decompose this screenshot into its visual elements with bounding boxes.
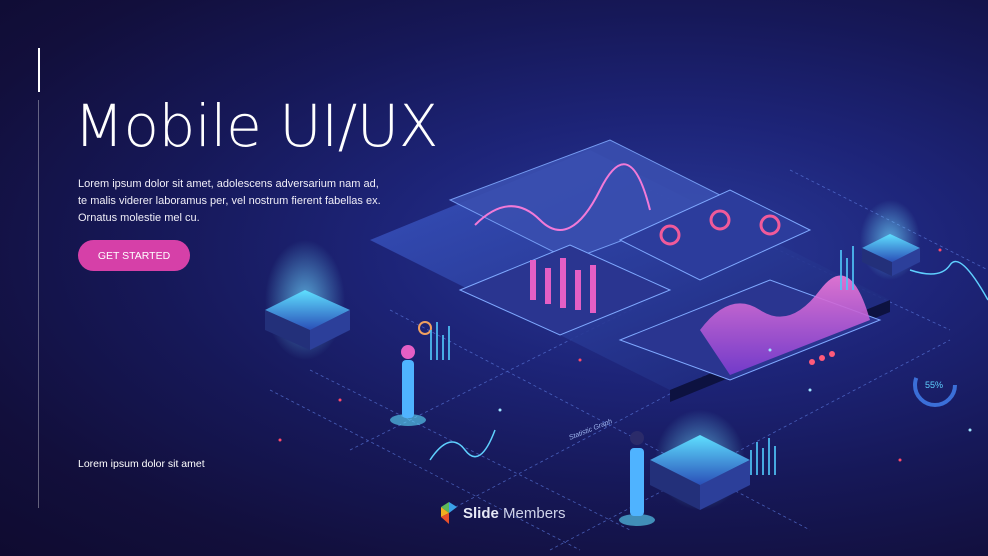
phone-illustration: [370, 139, 890, 402]
line-chart: [429, 429, 496, 461]
side-divider: [38, 100, 39, 508]
person-woman: [390, 321, 432, 426]
get-started-button[interactable]: GET STARTED: [78, 240, 190, 271]
footer-text: Lorem ipsum dolor sit amet: [78, 458, 205, 470]
description: Lorem ipsum dolor sit amet, adolescens a…: [78, 178, 381, 224]
glowing-cube-left: [265, 240, 350, 360]
page-title: Mobile UI/UX: [74, 92, 438, 160]
slide-members-logo: Slide Members: [439, 501, 566, 525]
gauge-label: 55%: [925, 380, 943, 390]
graph-label: Statistic Graph: [568, 418, 613, 442]
sparkle-dots: [278, 248, 942, 462]
isometric-dashboard-illustration: Statistic Graph 55%: [265, 139, 988, 551]
title-accent-line: [38, 48, 40, 92]
glowing-cube-right: [860, 200, 920, 280]
bar-charts: [430, 246, 854, 475]
logo-icon: [441, 502, 457, 524]
line-chart-right: [909, 260, 988, 301]
glowing-cube-bottom: [650, 410, 750, 510]
person-man: [619, 431, 655, 526]
logo-text-bold: Slide: [463, 504, 499, 522]
gauge-55: 55%: [913, 363, 957, 407]
logo-text-light: Members: [503, 504, 566, 522]
